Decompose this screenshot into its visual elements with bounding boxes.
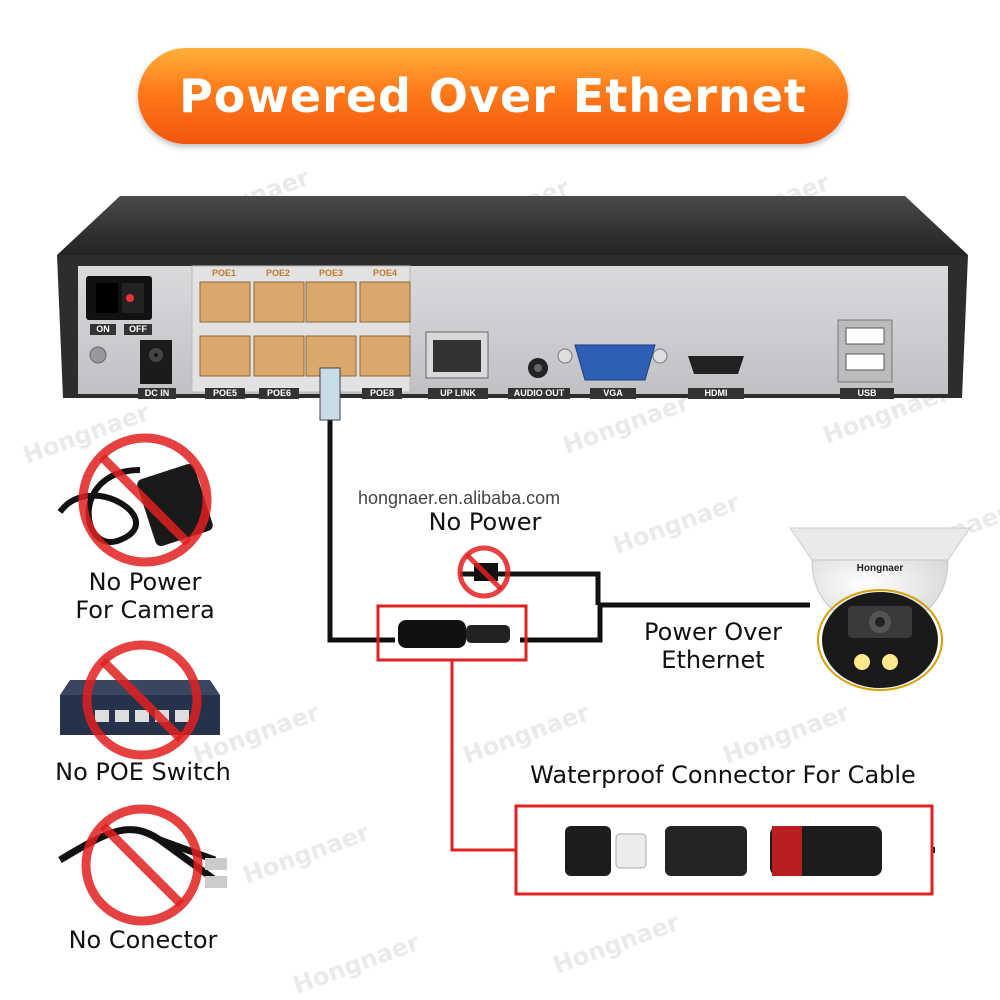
banner-title: Powered Over Ethernet [179, 69, 807, 123]
camera-brand: Hongnaer [856, 563, 904, 574]
poe2-label: POE2 [265, 268, 290, 278]
no-power-text: No Power [428, 508, 542, 536]
switch-off-label: OFF [124, 324, 152, 335]
nvr-recorder [57, 196, 968, 398]
no-power-camera-text: No Power For Camera [75, 568, 215, 624]
rj45-plug [319, 367, 341, 421]
poe6-label: POE6 [259, 388, 299, 399]
power-adapter-icon [57, 433, 213, 567]
vga-label: VGA [590, 388, 636, 399]
poe5-label: POE5 [205, 388, 245, 399]
poe-switch-icon [60, 640, 220, 760]
splitter-cable-icon [58, 804, 227, 926]
dome-camera [789, 527, 971, 691]
nvr-rear-ports [425, 319, 893, 383]
connector-parts [565, 826, 882, 876]
dc-in-label: DC IN [138, 388, 176, 399]
no-poe-switch-text: No POE Switch [55, 758, 231, 786]
poe4-label: POE4 [372, 268, 397, 278]
poe3-label: POE3 [318, 268, 343, 278]
poe-port-grid [199, 281, 411, 377]
switch-on-label: ON [90, 324, 116, 335]
store-url: hongnaer.en.alibaba.com [358, 488, 561, 508]
title-banner [138, 48, 848, 144]
no-power-small-icon [457, 545, 511, 599]
poe1-label: POE1 [211, 268, 236, 278]
uplink-label: UP LINK [428, 388, 488, 399]
no-connector-text: No Conector [68, 926, 218, 954]
hdmi-label: HDMI [688, 388, 744, 399]
waterproof-text: Waterproof Connector For Cable [530, 761, 916, 789]
audio-out-label: AUDIO OUT [508, 388, 570, 399]
usb-label: USB [840, 388, 894, 399]
poe-text: Power Over Ethernet [644, 618, 782, 674]
poe8-label: POE8 [362, 388, 402, 399]
waterproof-connector [398, 620, 466, 648]
